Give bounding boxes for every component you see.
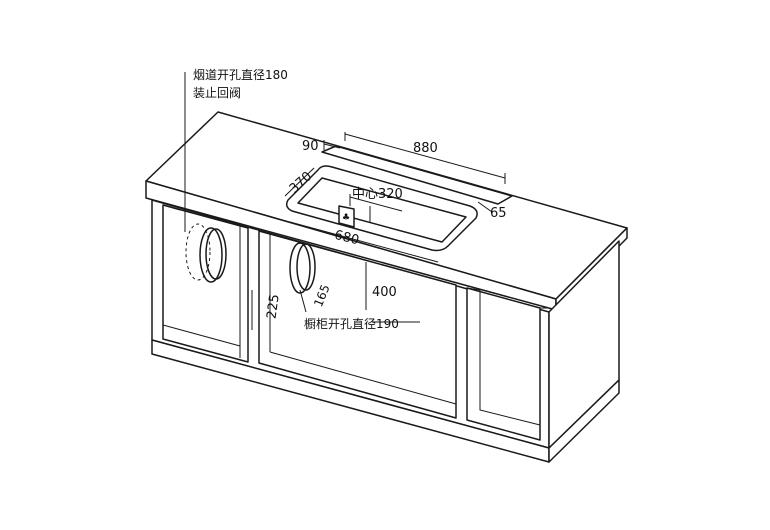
flue-label-line1: 烟道开孔直径180	[193, 68, 288, 82]
sink-outer	[285, 165, 478, 252]
sink-inner	[297, 177, 467, 243]
middle-compartment	[258, 230, 457, 419]
flue-hole	[199, 227, 223, 283]
cabinet-hole-inner	[296, 243, 316, 291]
left-compartment	[162, 204, 249, 363]
cabinet-hole	[289, 242, 311, 294]
dim-680-line	[289, 221, 439, 263]
dim-90-label: 90	[302, 139, 319, 154]
flue-label-line2: 装止回阀	[193, 86, 241, 100]
left-inner-edge	[162, 204, 181, 211]
dim-65-label: 65	[490, 206, 507, 221]
right-compartment	[466, 287, 541, 441]
cabinet-plinth-side	[548, 379, 620, 463]
dim-165-line	[299, 289, 307, 313]
drain-box	[338, 205, 355, 228]
dim-center-line	[349, 196, 403, 212]
dim-225-label: 225	[264, 293, 282, 320]
flue-hole-inner	[205, 228, 227, 280]
dim-65-line	[477, 201, 493, 213]
dim-90-line	[323, 143, 341, 149]
dim-680-label: 680	[333, 228, 361, 249]
middle-inner-floor	[269, 351, 457, 405]
right-inner-wall	[466, 287, 541, 426]
sink-slot	[321, 145, 513, 205]
dim-880-line	[344, 133, 506, 179]
left-inner-floor	[162, 324, 241, 347]
drain-symbol: ♣	[342, 213, 350, 223]
dim-400-label: 400	[372, 285, 397, 300]
cabinet-hole-label: 橱柜开孔直径190	[304, 317, 399, 331]
dim-center-label: 中心320	[352, 187, 403, 202]
dim-370-line	[284, 167, 315, 197]
dim-880-label: 880	[413, 141, 438, 156]
flue-hole-dashed	[185, 223, 211, 281]
